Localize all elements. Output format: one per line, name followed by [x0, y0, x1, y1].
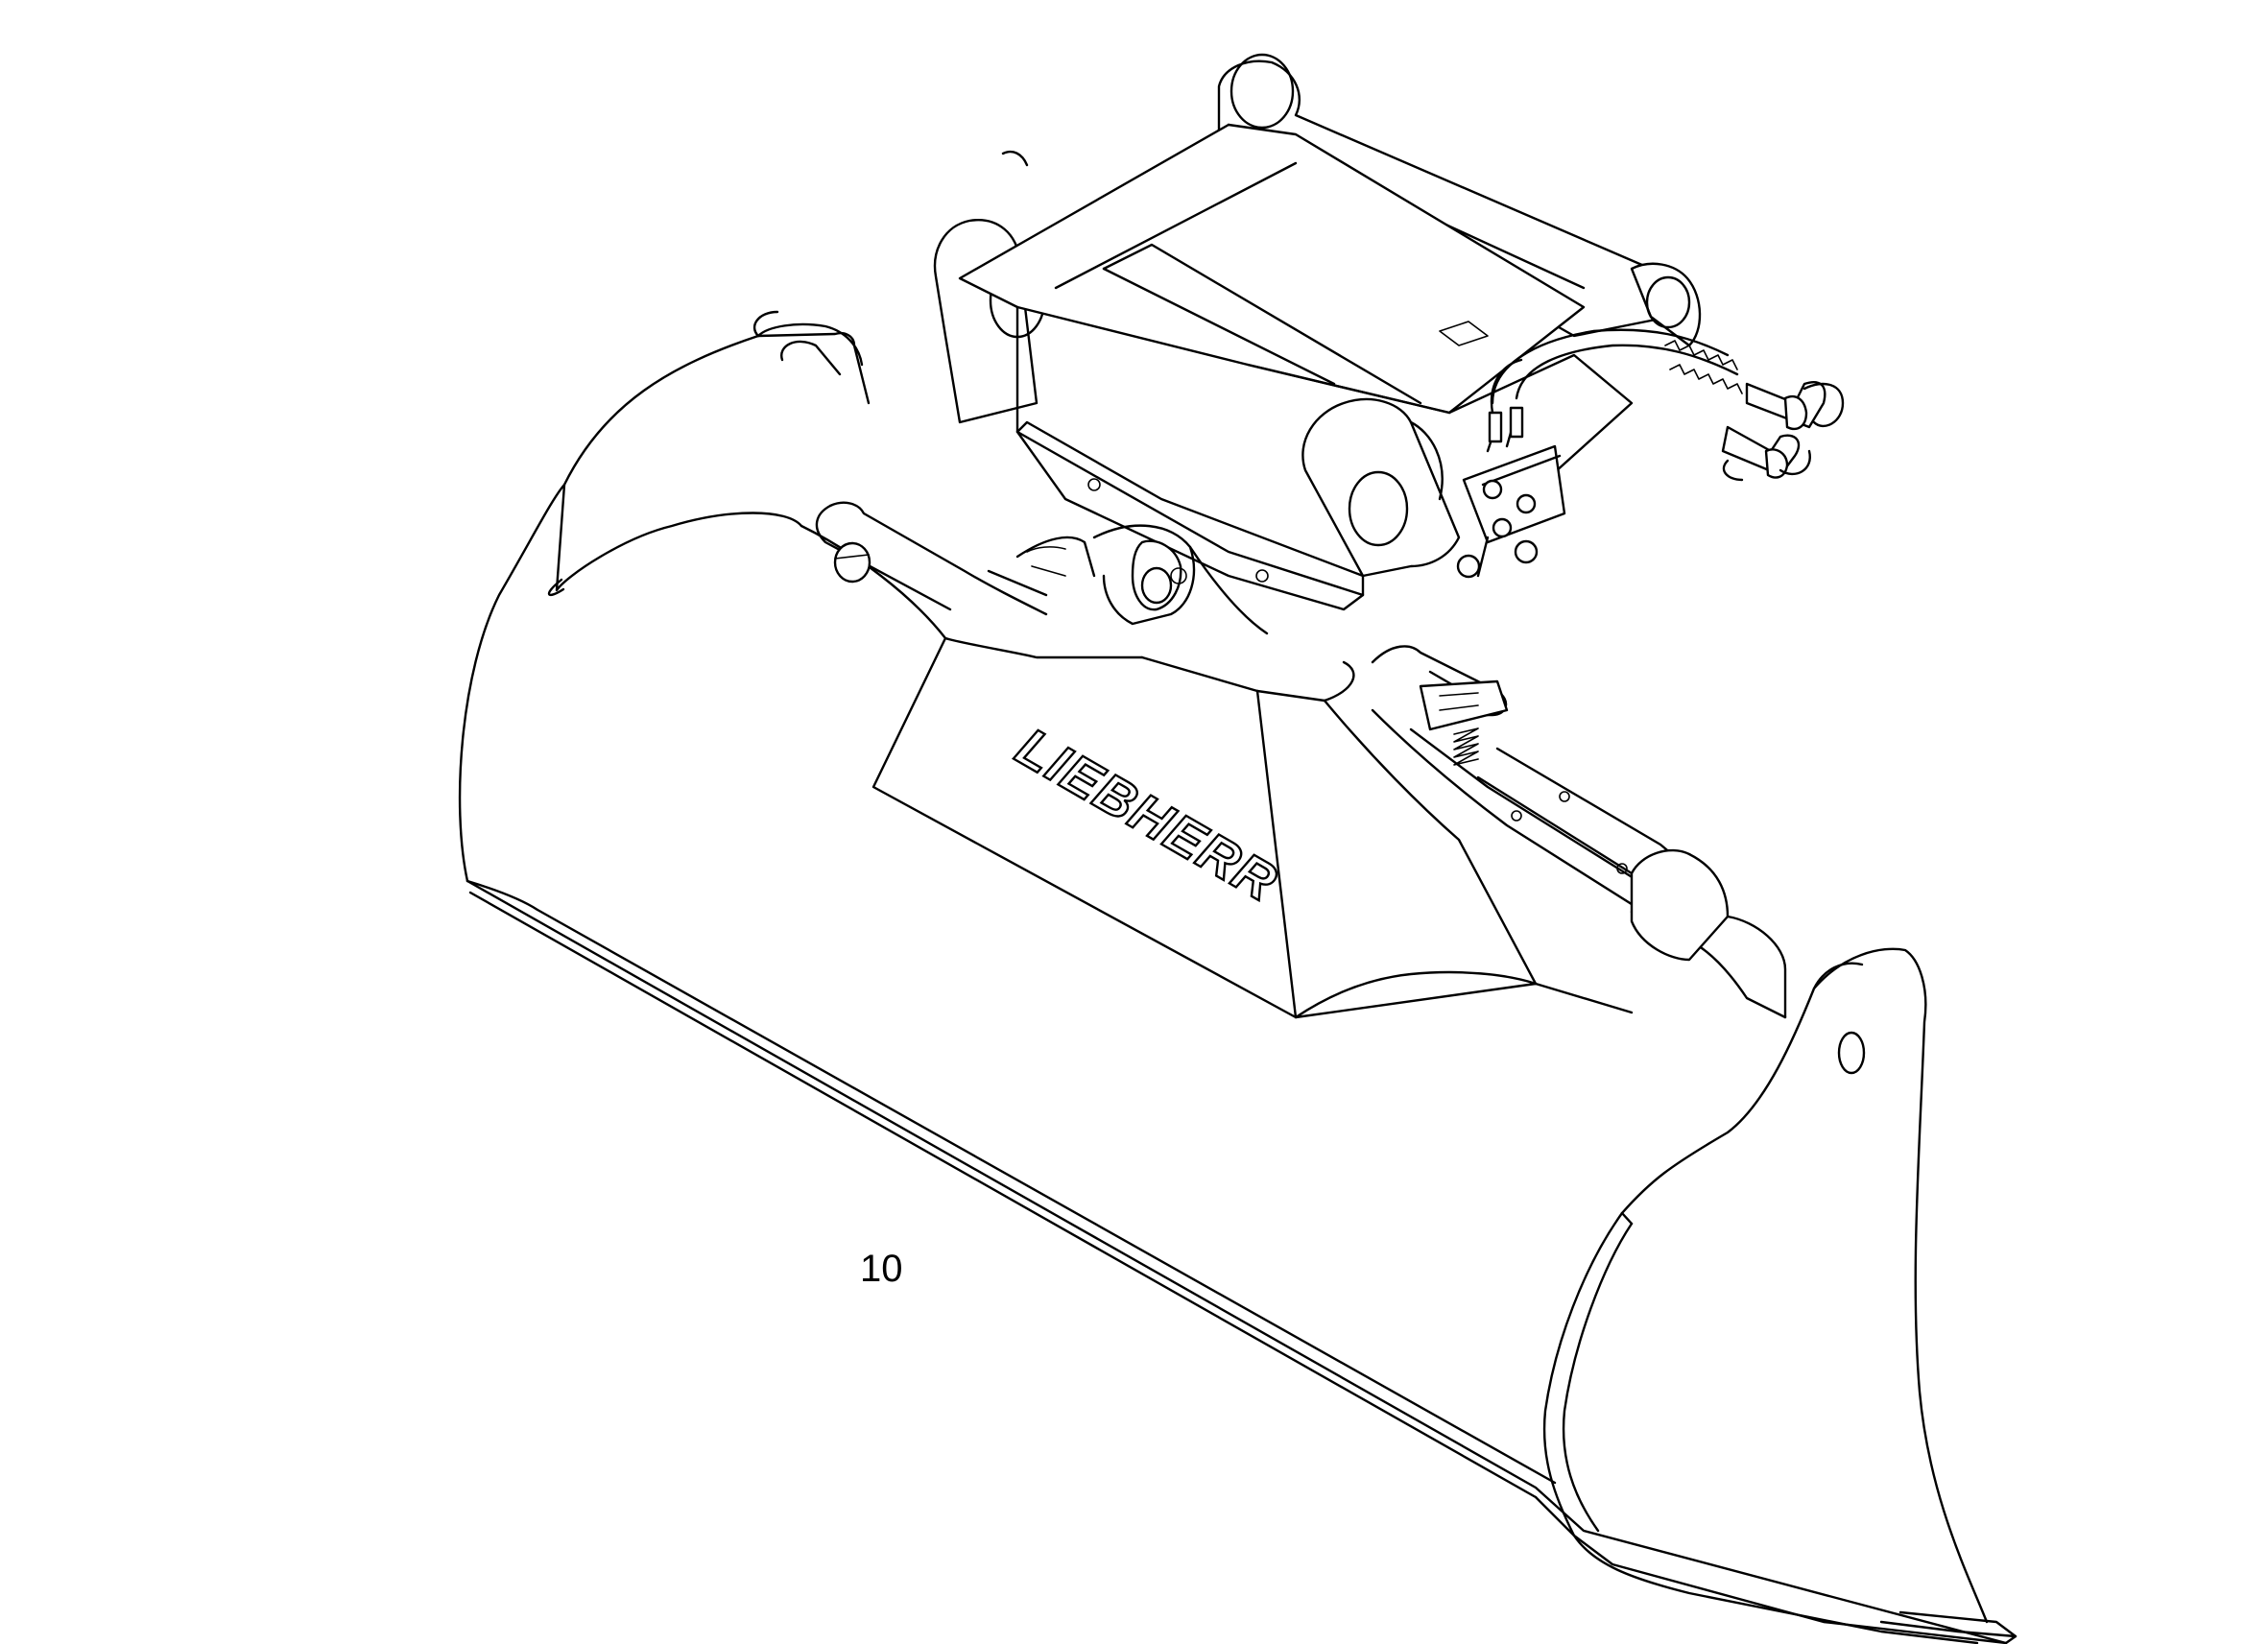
left-pivot-pin: [752, 310, 842, 376]
bucket-back-shell: [466, 879, 2017, 1644]
cylinder-end-cap: [1630, 848, 1730, 962]
return-spring: [1453, 727, 1479, 766]
spring-mount-bracket: [1419, 679, 1509, 731]
hydraulic-valve-block: [1456, 406, 1566, 579]
bucket-right-side-plate: [1620, 947, 1989, 1624]
right-tilt-cylinder: [1371, 645, 1787, 1019]
bucket-left-side-plate: [458, 483, 803, 883]
part-callout-number: 10: [860, 1248, 903, 1290]
bucket-pivot-eye: [1837, 1031, 1866, 1075]
coupler-right-pin-eye: [1348, 470, 1409, 547]
bucket-shell: [458, 322, 2017, 1644]
arm-bolt-head: [833, 541, 871, 584]
hydraulic-hoses: [1490, 328, 1743, 415]
quick-coupler: [933, 53, 1702, 611]
rotary-drive: [1092, 524, 1269, 635]
cutting-edge: [1572, 1534, 1979, 1644]
coupler-body: [958, 123, 1586, 415]
hydraulic-quick-couplings: [1721, 381, 1845, 482]
coupler-right-lug: [1301, 397, 1461, 578]
left-tilt-cylinder: [815, 501, 1096, 616]
bucket-top-panel: [800, 524, 1691, 1019]
